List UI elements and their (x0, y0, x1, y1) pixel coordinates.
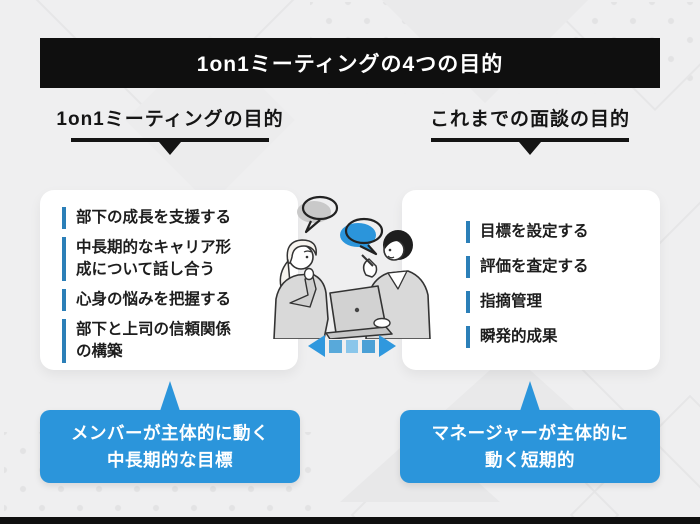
speech-bubble-blue-icon (340, 217, 384, 256)
list-item: 評価を査定する (466, 256, 644, 278)
right-purpose-card: 目標を設定する 評価を査定する 指摘管理 瞬発的成果 (402, 190, 660, 370)
left-summary-box: メンバーが主体的に動く 中長期的な目標 (40, 410, 300, 483)
list-item: 指摘管理 (466, 291, 644, 313)
list-item: 部下と上司の信頼関係の構築 (62, 319, 240, 363)
left-column-heading: 1on1ミーティングの目的 (40, 104, 300, 155)
footer-bar (0, 517, 700, 524)
man-with-laptop-icon (325, 230, 431, 339)
arrow-square (329, 339, 342, 353)
right-summary-box: マネージャーが主体的に 動く短期的 (400, 410, 660, 483)
right-purpose-list: 目標を設定する 評価を査定する 指摘管理 瞬発的成果 (402, 190, 660, 348)
heading-underline (431, 138, 629, 142)
left-triangle (308, 335, 325, 357)
title-bar: 1on1ミーティングの4つの目的 (40, 38, 660, 88)
left-purpose-list: 部下の成長を支援する 中長期的なキャリア形成について話し合う 心身の悩みを把握す… (40, 190, 298, 363)
left-right-swap-arrow-icon (308, 334, 397, 358)
meeting-illustration (273, 195, 431, 339)
down-triangle-icon (159, 142, 181, 155)
arrow-square (362, 339, 376, 353)
list-item: 部下の成長を支援する (62, 207, 240, 229)
right-triangle (379, 335, 397, 357)
right-heading-text: これまでの面談の目的 (429, 109, 630, 130)
list-item: 心身の悩みを把握する (62, 289, 240, 311)
right-summary-text: マネージャーが主体的に 動く短期的 (431, 423, 629, 470)
left-summary-text: メンバーが主体的に動く 中長期的な目標 (71, 423, 269, 470)
page-title: 1on1ミーティングの4つの目的 (196, 53, 504, 76)
list-item: 瞬発的成果 (466, 326, 644, 348)
up-arrow-icon (520, 381, 540, 411)
speech-bubble-gray-icon (297, 195, 339, 234)
left-heading-text: 1on1ミーティングの目的 (56, 109, 284, 130)
right-column-heading: これまでの面談の目的 (400, 104, 660, 155)
list-item: 中長期的なキャリア形成について話し合う (62, 237, 240, 281)
arrow-square (345, 339, 359, 353)
down-triangle-icon (519, 142, 541, 155)
up-arrow-icon (160, 381, 180, 411)
list-item: 目標を設定する (466, 221, 644, 243)
woman-thinking-icon (273, 239, 329, 339)
left-purpose-card: 部下の成長を支援する 中長期的なキャリア形成について話し合う 心身の悩みを把握す… (40, 190, 298, 370)
